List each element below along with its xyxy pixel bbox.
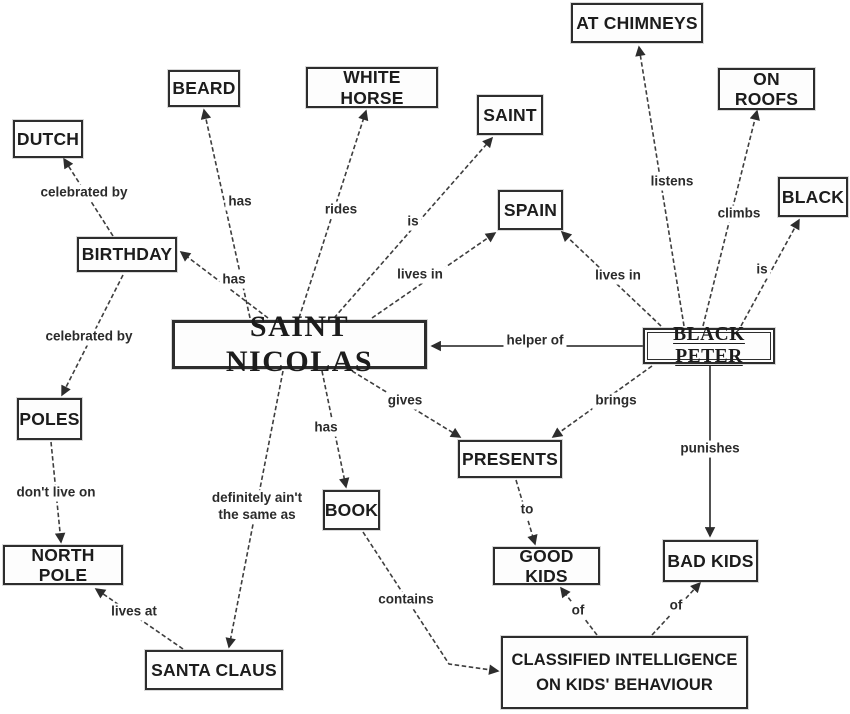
node-santa-claus: SANTA CLAUS [145, 650, 283, 690]
node-birthday: BIRTHDAY [77, 237, 177, 272]
node-black-peter: BLACK PETER [643, 324, 775, 367]
edge-line-bp-at-chimneys [635, 45, 685, 327]
edge-label-book-classified: contains [375, 591, 437, 609]
edge-label-sn-presents: gives [384, 392, 426, 410]
edge-label-sn-saint: is [404, 213, 422, 231]
edge-line-presents-good-kids [515, 479, 538, 546]
edge-line-sn-birthday [179, 251, 269, 319]
edge-label-bp-sn: helper of [503, 332, 567, 350]
node-good-kids: GOOD KIDS [493, 546, 600, 586]
node-beard: BEARD [168, 70, 240, 107]
edge-label-sn-birthday: has [219, 271, 249, 289]
edge-label-sn-spain: lives in [394, 266, 446, 284]
edge-line-classified-bad-kids [651, 581, 702, 636]
edge-label-birthday-dutch: celebrated by [37, 184, 131, 202]
edge-label-classified-bad-kids: of [666, 597, 686, 615]
edge-line-book-classified [362, 531, 500, 675]
node-saint-nicolas: SAINT NICOLAS [172, 310, 427, 378]
node-classified-intelligence: CLASSIFIED INTELLIGENCE ON KIDS' BEHAVIO… [501, 636, 748, 709]
edge-label-poles-north-pole: don't live on [13, 484, 99, 502]
node-saint: SAINT [477, 95, 543, 135]
edge-label-classified-good-kids: of [568, 602, 588, 620]
edge-label-sn-santa-claus: definitely ain't the same as [208, 490, 306, 524]
node-at-chimneys: AT CHIMNEYS [571, 3, 703, 43]
node-bad-kids: BAD KIDS [663, 540, 758, 582]
node-spain: SPAIN [498, 190, 563, 230]
edge-label-santa-north-pole: lives at [108, 603, 160, 621]
edge-line-sn-santa-claus [225, 370, 284, 649]
node-presents: PRESENTS [458, 440, 562, 478]
edge-label-bp-black: is [753, 261, 771, 279]
edge-label-presents-good-kids: to [517, 501, 537, 519]
edge-label-bp-at-chimneys: listens [647, 173, 697, 191]
node-poles: POLES [17, 398, 82, 440]
edge-label-bp-bad-kids: punishes [677, 440, 743, 458]
node-book: BOOK [323, 490, 380, 530]
edge-label-sn-book: has [311, 419, 341, 437]
edge-label-sn-beard: has [225, 193, 255, 211]
edge-label-bp-presents: brings [592, 392, 640, 410]
node-black: BLACK [778, 177, 848, 217]
node-white-horse: WHITE HORSE [306, 67, 438, 108]
node-north-pole: NORTH POLE [3, 545, 123, 585]
edge-label-birthday-poles: celebrated by [42, 328, 136, 346]
edge-label-bp-spain: lives in [592, 267, 644, 285]
node-dutch: DUTCH [13, 120, 83, 158]
edge-label-sn-white-horse: rides [321, 201, 361, 219]
edge-label-bp-on-roofs: climbs [714, 205, 764, 223]
node-on-roofs: ON ROOFS [718, 68, 815, 110]
edge-line-sn-saint [333, 136, 494, 319]
